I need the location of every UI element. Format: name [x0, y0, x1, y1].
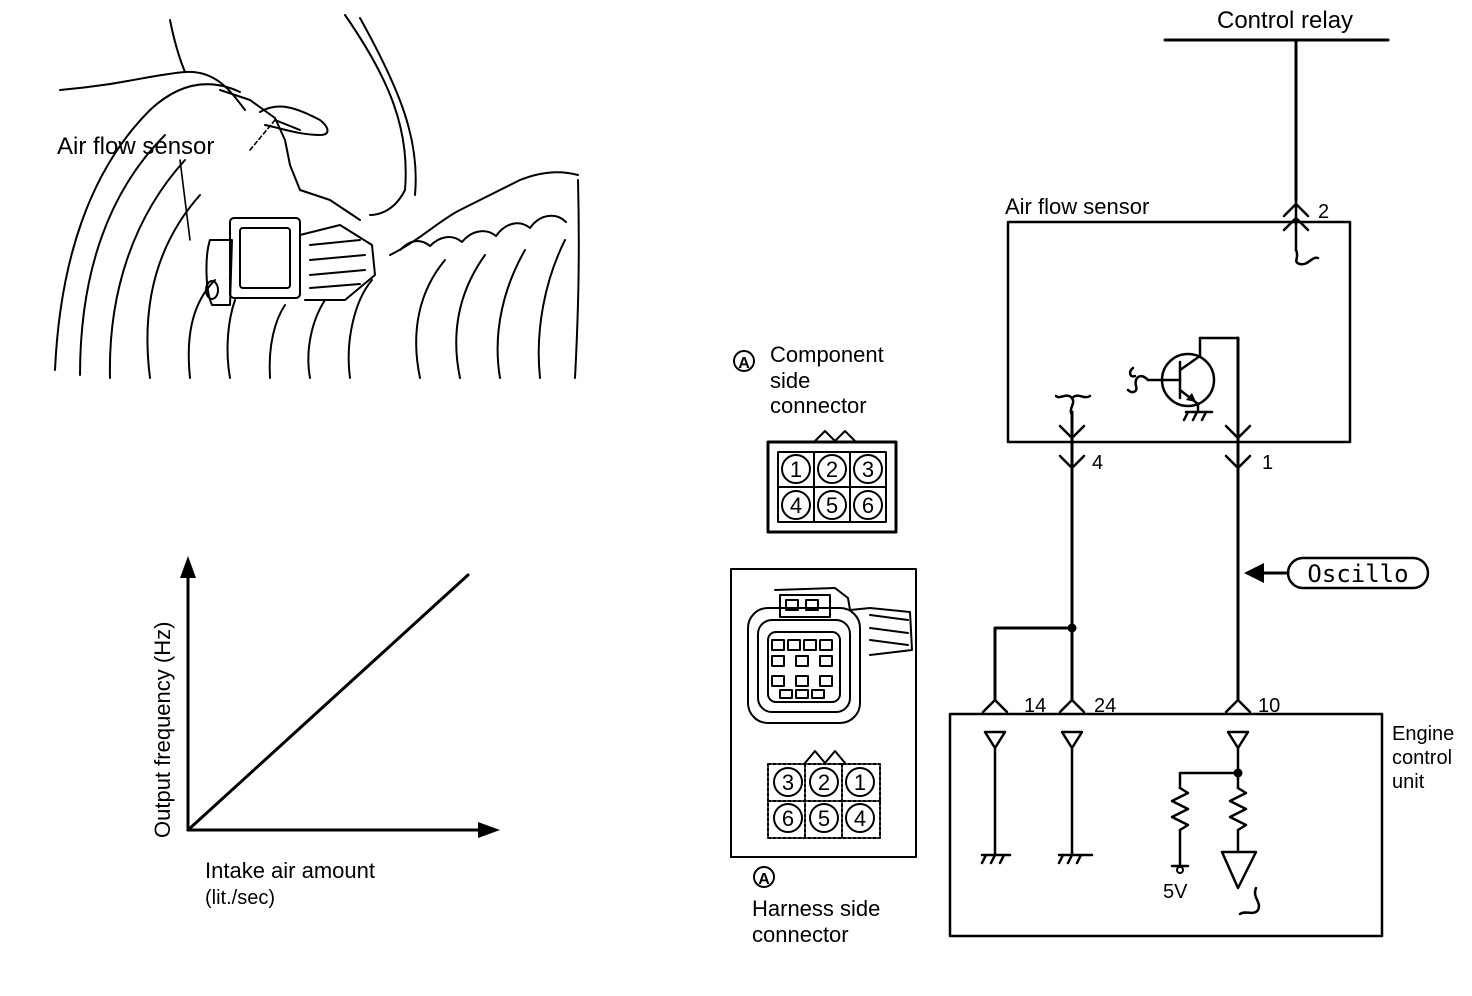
sensor-terminal-1 [1224, 424, 1252, 470]
harness-pin-label: 1 [854, 770, 866, 795]
component-connector-outline [766, 440, 898, 534]
component-pin-label: 2 [826, 457, 838, 482]
component-label-line2: side [770, 368, 810, 393]
frequency-graph: Output frequency (Hz) Intake air amount … [150, 556, 500, 909]
harness-marker-circle [753, 866, 775, 888]
component-pin-6 [853, 490, 883, 520]
harness-photo-frame [730, 568, 917, 858]
x-axis-arrow [478, 822, 500, 838]
harness-pin-label: 6 [782, 806, 794, 831]
component-key-notch [814, 430, 856, 442]
sensor-terminal-2 [1282, 198, 1320, 266]
harness-marker: A [758, 871, 770, 888]
ecu-pin-14-label: 14 [1024, 695, 1046, 717]
ecu-label-line2: control [1392, 747, 1452, 769]
component-pin-5 [817, 490, 847, 520]
graph-x-label-line1: Intake air amount [205, 858, 375, 883]
oscillo-badge [1286, 556, 1430, 590]
harness-pin-label: 5 [818, 806, 830, 831]
harness-pin-3 [773, 767, 803, 797]
engine-illustration [54, 14, 580, 379]
ecu-pin-10-label: 10 [1258, 695, 1280, 717]
harness-pin-6 [773, 803, 803, 833]
ecu-label-line1: Engine [1392, 723, 1454, 745]
harness-pin-5 [809, 803, 839, 833]
engine-control-unit-box [948, 712, 1384, 938]
harness-pin-1 [845, 767, 875, 797]
illustration-sensor-label: Air flow sensor [57, 133, 214, 160]
supply-voltage-label: 5V [1163, 881, 1188, 903]
harness-pin-label: 4 [854, 806, 866, 831]
component-pin-label: 5 [826, 493, 838, 518]
component-pin-label: 1 [790, 457, 802, 482]
ecu-pin-24-label: 24 [1094, 695, 1116, 717]
component-pin-4 [781, 490, 811, 520]
illustration-leader-lines [179, 119, 276, 241]
component-marker: A [738, 355, 750, 372]
component-pin-2 [817, 454, 847, 484]
harness-pin-2 [809, 767, 839, 797]
harness-label-line2: connector [752, 922, 849, 947]
oscillo-probe-arrow [1244, 563, 1264, 583]
air-flow-sensor-box [1006, 220, 1352, 444]
graph-x-label-line2: (lit./sec) [205, 887, 275, 909]
sensor-pin-4-label: 4 [1092, 452, 1103, 474]
ecu-junction [1233, 768, 1243, 778]
component-pin-3 [853, 454, 883, 484]
harness-label-line1: Harness side [752, 896, 880, 921]
component-connector-block: A Component side connector 1 2 3 4 5 6 [733, 342, 898, 534]
harness-pin-label: 3 [782, 770, 794, 795]
ecu-label-line3: unit [1392, 771, 1425, 793]
graph-line [186, 573, 470, 832]
branch-wire-pin14 [993, 626, 1074, 702]
component-pin-1 [781, 454, 811, 484]
harness-connector-block: 3 2 1 6 5 4 A Harness side connector [730, 568, 917, 947]
harness-pin-4 [845, 803, 875, 833]
sensor-pin-1-label: 1 [1262, 452, 1273, 474]
component-pin-label: 4 [790, 493, 802, 518]
ecu-internal-circuit [980, 730, 1261, 916]
component-pin-label: 6 [862, 493, 874, 518]
component-marker-circle [733, 350, 755, 372]
sensor-pin-2-label: 2 [1318, 201, 1329, 223]
harness-key-notch [804, 750, 846, 764]
sensor-box-label: Air flow sensor [1005, 194, 1149, 219]
control-relay-label: Control relay [1217, 7, 1353, 34]
component-pin-label: 3 [862, 457, 874, 482]
harness-pin-label: 2 [818, 770, 830, 795]
wiring-schematic: Control relay Air flow sensor 2 [948, 7, 1454, 938]
ecu-terminals [981, 698, 1252, 714]
harness-connector-drawing [747, 587, 913, 724]
transistor-emitter-arrow [1186, 393, 1196, 402]
transistor-symbol [1126, 336, 1240, 422]
component-label-line1: Component [770, 342, 884, 367]
component-label-line3: connector [770, 393, 867, 418]
oscillo-label: Oscillo [1307, 560, 1408, 588]
y-axis-arrow [180, 556, 196, 578]
graph-y-label: Output frequency (Hz) [150, 622, 175, 838]
